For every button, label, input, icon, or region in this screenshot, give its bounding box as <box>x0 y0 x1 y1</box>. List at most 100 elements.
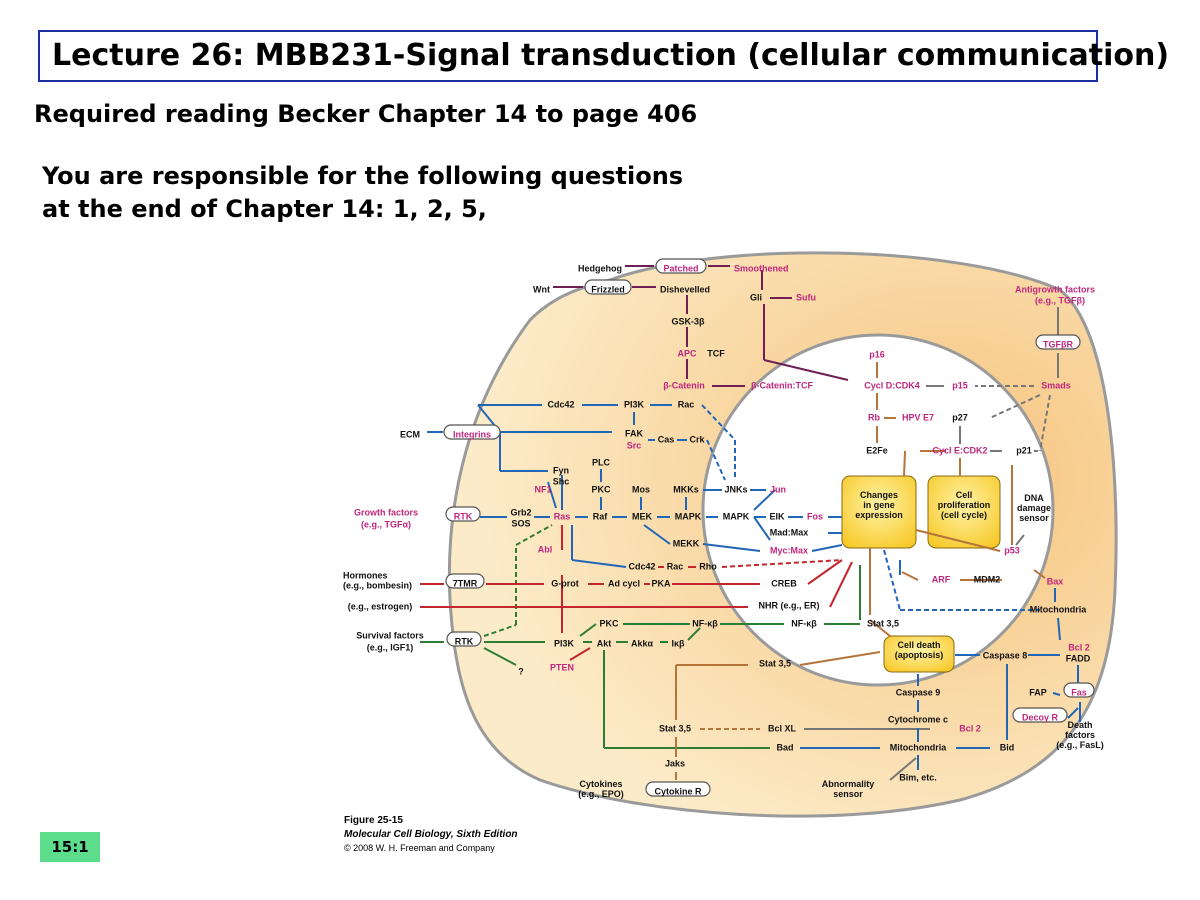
label-p27: p27 <box>952 412 968 422</box>
label-gprot: G-prot <box>551 578 579 588</box>
label-frizzled: Frizzled <box>591 284 625 294</box>
pathway-arrow-100 <box>799 651 881 666</box>
label-abl: Abl <box>538 544 553 554</box>
label-b-catenin-tcf: β-Catenin:TCF <box>751 380 813 390</box>
label-shc: Shc <box>553 476 570 486</box>
pathway-arrow-37 <box>706 439 726 481</box>
label-hpv: HPV E7 <box>902 412 934 422</box>
label-crk: Crk <box>689 434 705 444</box>
label-growth-eg: (e.g., TGFα) <box>361 519 411 529</box>
label-nhr: NHR (e.g., ER) <box>758 600 819 610</box>
label-mito-low: Mitochondria <box>890 742 947 752</box>
label-adcycl: Ad cycl <box>608 578 640 588</box>
label-pi3k-top: PI3K <box>624 399 645 409</box>
label-bclxl: Bcl XL <box>768 723 797 733</box>
label-qmark: ? <box>518 666 524 676</box>
label-b-catenin: β-Catenin <box>663 380 705 390</box>
label-tcf: TCF <box>707 348 725 358</box>
label-tmr: 7TMR <box>453 578 478 588</box>
label-apc: APC <box>677 348 697 358</box>
label-nfkb1: NF-κβ <box>692 618 718 628</box>
label-fyn: Fyn <box>553 465 569 475</box>
decoy-receptor-oval <box>1012 707 1068 723</box>
label-survival: Survival factors <box>356 630 424 640</box>
pathway-arrow-22 <box>1039 394 1051 452</box>
label-stat35-3: Stat 3,5 <box>659 723 691 733</box>
pathway-arrow-61 <box>571 559 627 568</box>
label-src: Src <box>627 440 642 450</box>
changes-box <box>841 475 917 549</box>
label-sufu: Sufu <box>796 292 816 302</box>
label-antigrowth: Antigrowth factors <box>1015 284 1095 294</box>
label-hedgehog: Hedgehog <box>578 263 622 273</box>
label-stat35-1: Stat 3,5 <box>867 618 899 628</box>
label-akt: Akt <box>597 638 612 648</box>
label-dishevelled: Dishevelled <box>660 284 710 294</box>
pathway-arrow-53 <box>753 489 776 511</box>
label-grb2: Grb2 <box>510 507 531 517</box>
pathway-arrow-54 <box>753 516 771 541</box>
label-bcl2-top: Bcl 2 <box>1068 642 1090 652</box>
label-bax: Bax <box>1047 576 1064 586</box>
label-integrins: Integrins <box>453 429 491 439</box>
pathway-arrow-93 <box>483 647 517 666</box>
pathway-arrow-107 <box>889 757 917 781</box>
label-ecm: ECM <box>400 429 420 439</box>
label-mapk2: MAPK <box>723 511 750 521</box>
pathway-arrow-123 <box>1033 569 1046 579</box>
pathway-arrow-64 <box>721 559 843 568</box>
label-ikb: Iκβ <box>671 638 685 648</box>
pathway-arrow-114 <box>1067 707 1079 719</box>
tgfbr-receptor-oval <box>1035 334 1081 350</box>
label-cytokine-r: Cytokine R <box>654 786 702 796</box>
label-cdc42-low: Cdc42 <box>628 561 655 571</box>
pathway-arrow-92 <box>569 647 591 661</box>
label-ras: Ras <box>554 511 571 521</box>
responsible-line-2: at the end of Chapter 14: 1, 2, 5, <box>42 195 487 223</box>
label-mek: MEK <box>632 511 653 521</box>
label-raf: Raf <box>593 511 609 521</box>
label-cdc42-top: Cdc42 <box>547 399 574 409</box>
pathway-arrow-127 <box>883 549 901 611</box>
cytokine-r-receptor-oval <box>645 781 711 797</box>
label-jnks: JNKs <box>724 484 747 494</box>
label-jun: Jun <box>770 484 786 494</box>
label-fas: Fas <box>1071 687 1087 697</box>
integrins-receptor-oval <box>443 424 501 440</box>
label-bad: Bad <box>776 742 793 752</box>
label-plc: PLC <box>592 457 611 467</box>
label-fos: Fos <box>807 511 823 521</box>
label-p53: p53 <box>1004 545 1020 555</box>
label-rb: Rb <box>868 412 880 422</box>
tmr-receptor-oval <box>445 573 485 589</box>
label-fadd: FADD <box>1066 653 1091 663</box>
pathway-arrow-56 <box>702 543 761 552</box>
label-cas: Cas <box>658 434 675 444</box>
label-growth: Growth factors <box>354 507 418 517</box>
pathway-arrow-119 <box>901 571 919 581</box>
pathway-arrow-113 <box>1052 692 1061 696</box>
fas-receptor-oval <box>1063 682 1095 698</box>
label-arf: ARF <box>932 574 951 584</box>
label-death: Cell death(apoptosis) <box>895 640 944 660</box>
label-patched: Patched <box>663 263 698 273</box>
label-madmax: Mad:Max <box>770 527 809 537</box>
pathway-arrow-79 <box>829 561 853 608</box>
title-box: Lecture 26: MBB231-Signal transduction (… <box>38 30 1169 82</box>
label-fap: FAP <box>1029 687 1047 697</box>
pathway-arrow-68 <box>483 624 517 637</box>
label-gli: Gli <box>750 292 762 302</box>
label-fak: FAK <box>625 428 644 438</box>
pathway-arrow-89 <box>687 627 701 641</box>
label-e2fe: E2Fe <box>866 445 888 455</box>
label-smads: Smads <box>1041 380 1071 390</box>
label-survival-eg: (e.g., IGF1) <box>367 642 414 652</box>
label-decoy: Decoy R <box>1022 712 1059 722</box>
label-mycmax: Myc:Max <box>770 545 808 555</box>
label-creb: CREB <box>771 578 797 588</box>
pathway-arrow-11 <box>763 359 849 381</box>
label-akka: Akkα <box>631 638 654 648</box>
required-reading: Required reading Becker Chapter 14 to pa… <box>34 100 698 128</box>
